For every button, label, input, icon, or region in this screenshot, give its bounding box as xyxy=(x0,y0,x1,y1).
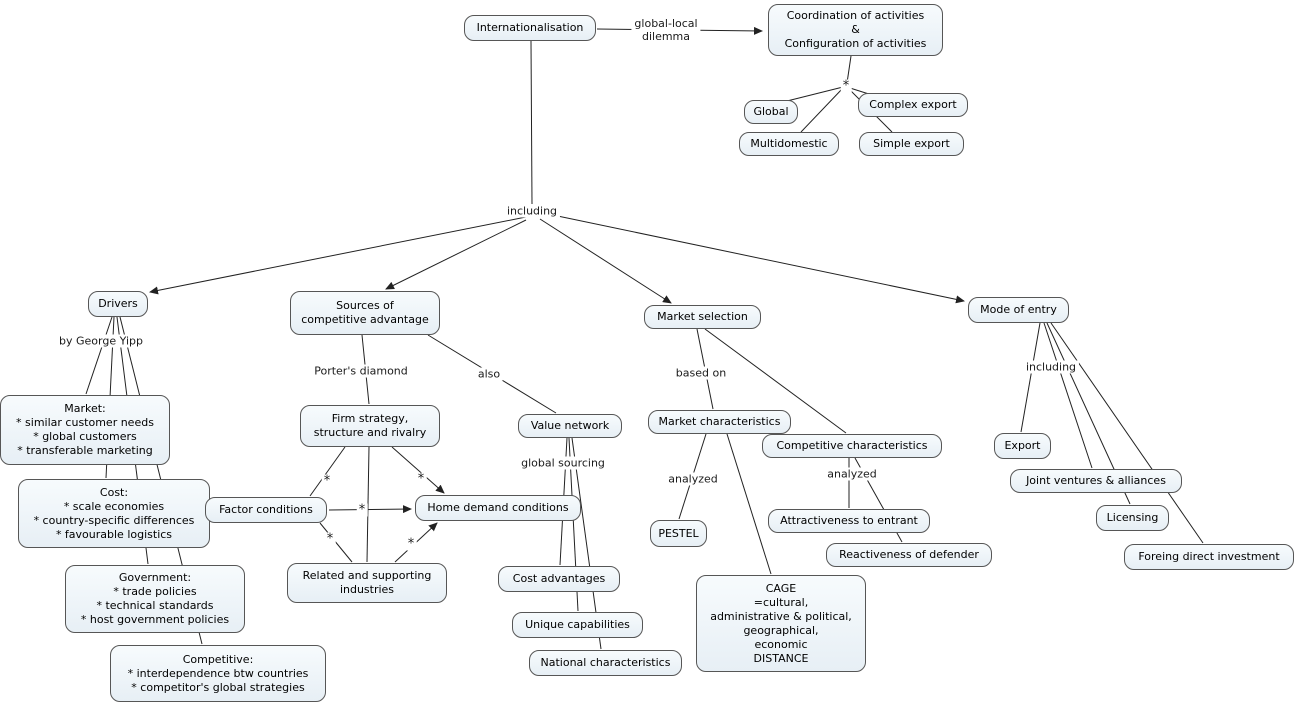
node-market-characteristics[interactable]: Market characteristics xyxy=(648,410,791,434)
link-star-coordination[interactable]: * xyxy=(840,78,852,94)
link-label-by-george-yipp[interactable]: by George Yipp xyxy=(56,334,146,348)
node-joint-ventures-alliances[interactable]: Joint ventures & alliances xyxy=(1010,469,1182,493)
node-multidomestic[interactable]: Multidomestic xyxy=(739,132,839,156)
node-cage-distance[interactable]: CAGE =cultural, administrative & politic… xyxy=(696,575,866,672)
node-home-demand-conditions[interactable]: Home demand conditions xyxy=(415,495,581,521)
node-complex-export[interactable]: Complex export xyxy=(858,93,968,117)
node-foreign-direct-investment[interactable]: Foreing direct investment xyxy=(1124,544,1294,570)
node-competitive-drivers[interactable]: Competitive: * interdependence btw count… xyxy=(110,645,326,702)
link-label-including-mode[interactable]: including xyxy=(1022,360,1080,374)
node-unique-capabilities[interactable]: Unique capabilities xyxy=(512,612,643,638)
node-cost-drivers[interactable]: Cost: * scale economies * country-specif… xyxy=(18,479,210,548)
node-coordination-configuration[interactable]: Coordination of activities & Configurati… xyxy=(768,4,943,56)
node-simple-export[interactable]: Simple export xyxy=(859,132,964,156)
node-market-drivers[interactable]: Market: * similar customer needs * globa… xyxy=(0,395,170,465)
node-mode-of-entry[interactable]: Mode of entry xyxy=(968,297,1069,323)
node-market-selection[interactable]: Market selection xyxy=(644,305,761,329)
link-label-porters-diamond[interactable]: Porter's diamond xyxy=(311,364,411,378)
node-attractiveness-to-entrant[interactable]: Attractiveness to entrant xyxy=(768,509,930,533)
node-government-drivers[interactable]: Government: * trade policies * technical… xyxy=(65,565,245,633)
link-label-analyzed-market[interactable]: analyzed xyxy=(665,472,721,486)
node-licensing[interactable]: Licensing xyxy=(1096,505,1169,531)
node-related-supporting-industries[interactable]: Related and supporting industries xyxy=(287,563,447,603)
link-star-firm-home[interactable]: * xyxy=(415,471,427,487)
node-global[interactable]: Global xyxy=(744,100,798,124)
node-firm-strategy-structure-rivalry[interactable]: Firm strategy, structure and rivalry xyxy=(300,405,440,447)
link-label-also[interactable]: also xyxy=(474,367,504,381)
node-pestel[interactable]: PESTEL xyxy=(650,520,707,547)
node-internationalisation[interactable]: Internationalisation xyxy=(464,15,596,41)
node-sources-of-competitive-advantage[interactable]: Sources of competitive advantage xyxy=(290,291,440,335)
link-star-firm-factor[interactable]: * xyxy=(321,473,333,489)
node-cost-advantages[interactable]: Cost advantages xyxy=(498,566,620,592)
node-reactiveness-of-defender[interactable]: Reactiveness of defender xyxy=(826,543,992,567)
link-label-global-local-dilemma[interactable]: global-local dilemma xyxy=(631,17,701,43)
link-star-related-home[interactable]: * xyxy=(405,536,417,552)
node-value-network[interactable]: Value network xyxy=(518,414,622,438)
node-export[interactable]: Export xyxy=(994,433,1051,459)
connector-lines xyxy=(85,26,1204,650)
link-label-including-main[interactable]: including xyxy=(503,204,561,218)
link-label-global-sourcing[interactable]: global sourcing xyxy=(518,456,608,470)
node-factor-conditions[interactable]: Factor conditions xyxy=(205,497,327,523)
link-star-factor-home[interactable]: * xyxy=(356,502,368,518)
link-label-based-on[interactable]: based on xyxy=(672,366,730,380)
link-label-analyzed-competitive[interactable]: analyzed xyxy=(824,467,880,481)
link-star-factor-related[interactable]: * xyxy=(324,531,336,547)
node-drivers[interactable]: Drivers xyxy=(88,291,148,317)
node-competitive-characteristics[interactable]: Competitive characteristics xyxy=(762,434,942,458)
node-national-characteristics[interactable]: National characteristics xyxy=(529,650,682,676)
